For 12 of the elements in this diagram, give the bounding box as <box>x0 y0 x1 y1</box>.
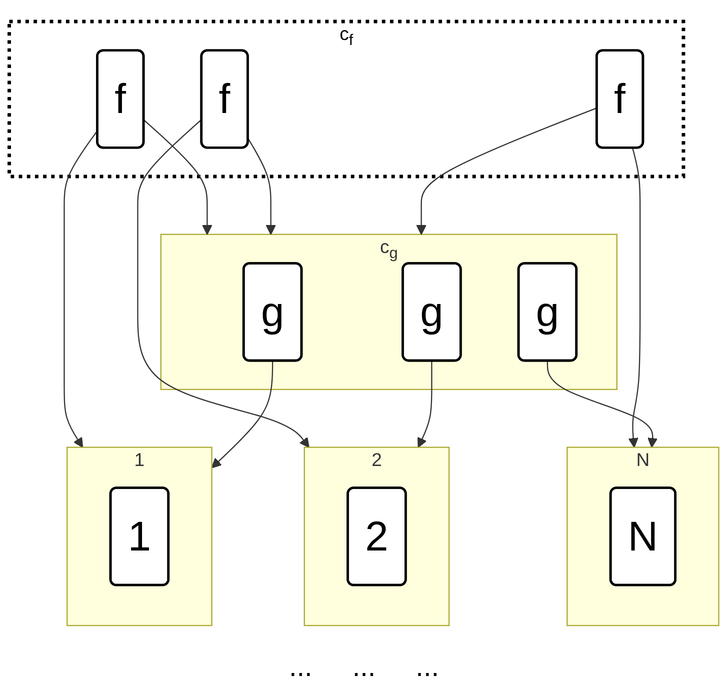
arrow <box>137 119 310 448</box>
ellipsis-text: ... <box>416 651 440 683</box>
arrow <box>211 360 274 468</box>
arrow <box>416 108 597 235</box>
ellipsis-text: ... <box>288 651 312 683</box>
arrow <box>546 360 658 448</box>
arrow <box>628 147 641 448</box>
arrow <box>143 119 212 235</box>
arrow <box>247 137 276 235</box>
arrow <box>417 360 432 448</box>
ellipsis-text: ... <box>352 651 376 683</box>
arrow <box>64 130 98 448</box>
